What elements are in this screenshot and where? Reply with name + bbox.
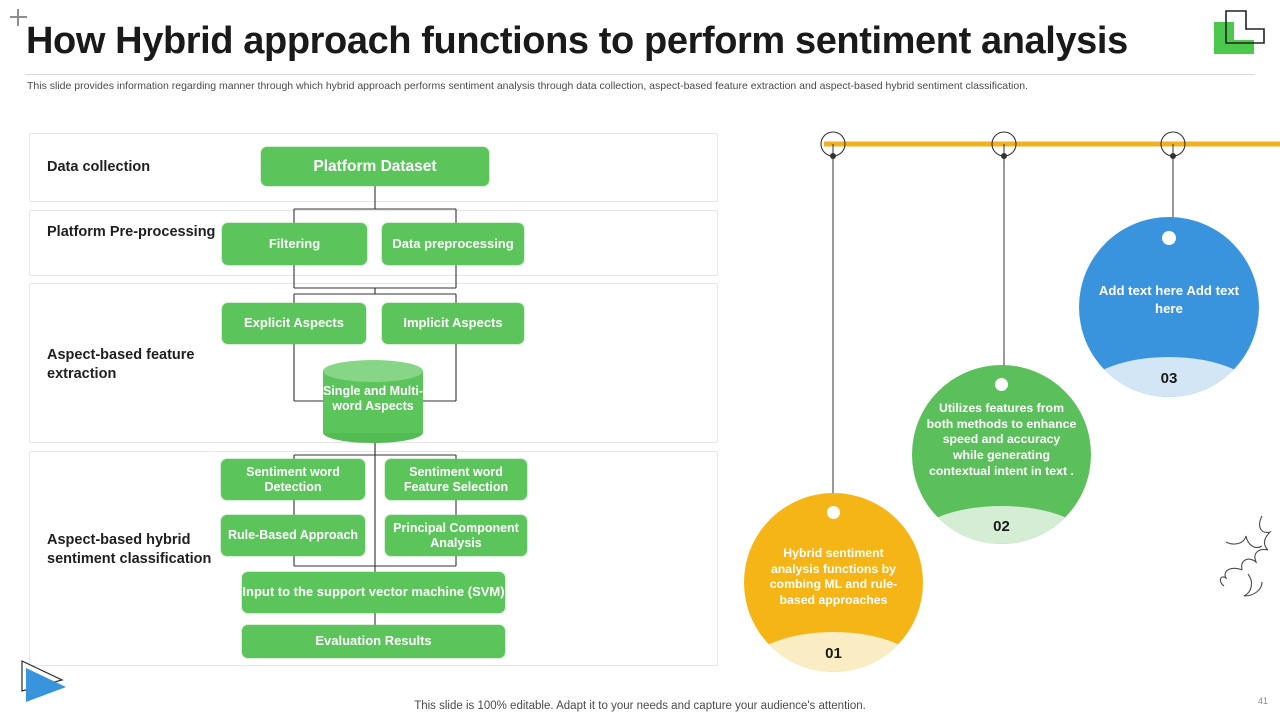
flow-node-aspects-datastore[interactable]: Single and Multi-word Aspects (323, 360, 423, 443)
flow-node-principal-component-analysis[interactable]: Principal Component Analysis (385, 515, 527, 556)
flow-node-explicit-aspects[interactable]: Explicit Aspects (222, 303, 366, 344)
flow-row-platform-preprocessing (29, 210, 718, 276)
flow-node-rule-based-approach[interactable]: Rule-Based Approach (221, 515, 365, 556)
flow-node-sentiment-word-feature-selection[interactable]: Sentiment word Feature Selection (385, 459, 527, 500)
tag-hole-icon (827, 506, 840, 519)
footer-note: This slide is 100% editable. Adapt it to… (414, 700, 866, 712)
tag-item-02[interactable]: 02 Utilizes features from both methods t… (912, 365, 1091, 544)
tag-text-01: Hybrid sentiment analysis functions by c… (769, 546, 898, 608)
page-subtitle: This slide provides information regardin… (27, 80, 1028, 92)
tag-item-01[interactable]: 01 Hybrid sentiment analysis functions b… (744, 493, 923, 672)
flow-node-filtering[interactable]: Filtering (222, 223, 367, 265)
flow-row-label-data-collection: Data collection (47, 159, 151, 175)
flow-row-label-hybrid-classification: Aspect-based hybrid sentiment classifica… (47, 532, 212, 567)
squiggle-star-icon (1218, 512, 1280, 600)
flow-diagram: Data collection Platform Pre-processing … (29, 133, 720, 666)
title-divider (26, 74, 1254, 75)
tag-number-02: 02 (912, 506, 1091, 544)
flow-node-data-preprocessing[interactable]: Data preprocessing (382, 223, 524, 265)
flow-row-label-platform-preprocessing: Platform Pre-processing (47, 224, 216, 240)
page-number: 41 (1257, 696, 1268, 706)
flow-node-platform-dataset[interactable]: Platform Dataset (261, 147, 489, 186)
tag-number-03: 03 (1079, 357, 1259, 397)
tag-item-03[interactable]: 03 Add text here Add text here (1079, 217, 1259, 397)
hanging-tags-graphic: 01 Hybrid sentiment analysis functions b… (720, 120, 1280, 680)
flow-row-label-feature-extraction: Aspect-based feature extraction (47, 347, 195, 382)
flow-node-evaluation-results[interactable]: Evaluation Results (242, 625, 505, 658)
flow-node-sentiment-word-detection[interactable]: Sentiment word Detection (221, 459, 365, 500)
flow-row-hybrid-classification (29, 451, 718, 666)
tag-number-01: 01 (744, 632, 923, 672)
tag-hole-icon (1162, 231, 1176, 245)
flow-node-aspects-datastore-label: Single and Multi-word Aspects (323, 384, 423, 413)
play-button[interactable] (18, 658, 70, 706)
tag-text-02: Utilizes features from both methods to e… (926, 401, 1077, 478)
cylinder-top (323, 360, 423, 382)
add-icon[interactable] (10, 9, 27, 26)
tag-hole-icon (995, 378, 1008, 391)
flow-node-svm-input[interactable]: Input to the support vector machine (SVM… (242, 572, 505, 613)
flow-node-implicit-aspects[interactable]: Implicit Aspects (382, 303, 524, 344)
company-logo (1208, 8, 1270, 60)
tag-text-03: Add text here Add text here (1098, 283, 1240, 316)
page-title: How Hybrid approach functions to perform… (26, 20, 1128, 62)
